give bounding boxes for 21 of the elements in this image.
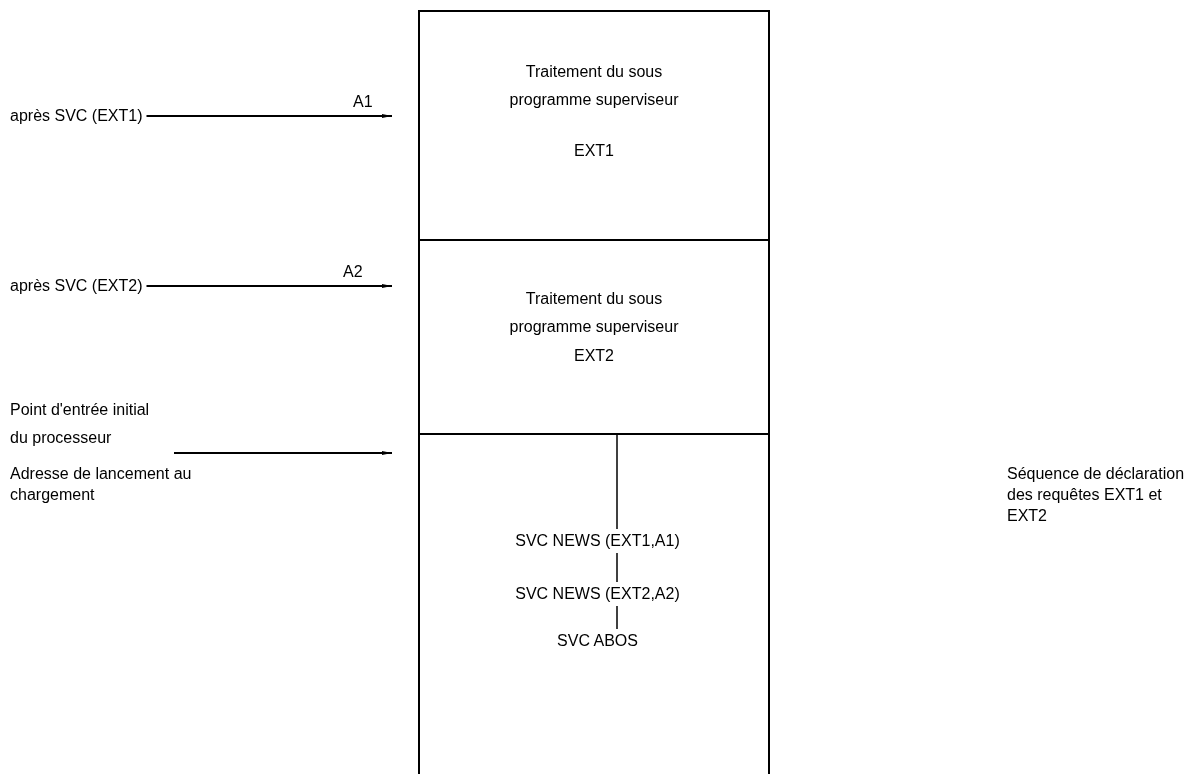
note-text: Adresse de lancement au chargement [10,464,193,505]
entry-text: après SVC (EXT2) [10,272,143,300]
program-description: Traitement du sous programme superviseur [508,62,680,110]
arrow [146,114,392,118]
program-name: EXT2 [573,346,615,366]
instruction-text: SVC NEWS (EXT1,A1) [460,527,735,555]
program-name: EXT1 [573,141,615,161]
memory-block [418,433,770,774]
instruction-text: SVC ABOS [460,627,735,655]
memory-block [418,239,770,434]
program-description: Traitement du sous programme superviseur [508,289,680,337]
instruction-text: SVC NEWS (EXT2,A2) [460,580,735,608]
arrow [146,284,392,288]
memory-block [418,10,770,240]
connector-line [616,605,618,630]
entry-text: Point d'entrée initial du processeur [10,396,170,452]
connector-line [616,434,618,530]
side-note: Séquence de déclaration des requêtes EXT1 et EXT2 [1007,464,1186,526]
arrow [174,451,392,455]
connector-line [616,552,618,583]
entry-text: après SVC (EXT1) [10,102,143,130]
